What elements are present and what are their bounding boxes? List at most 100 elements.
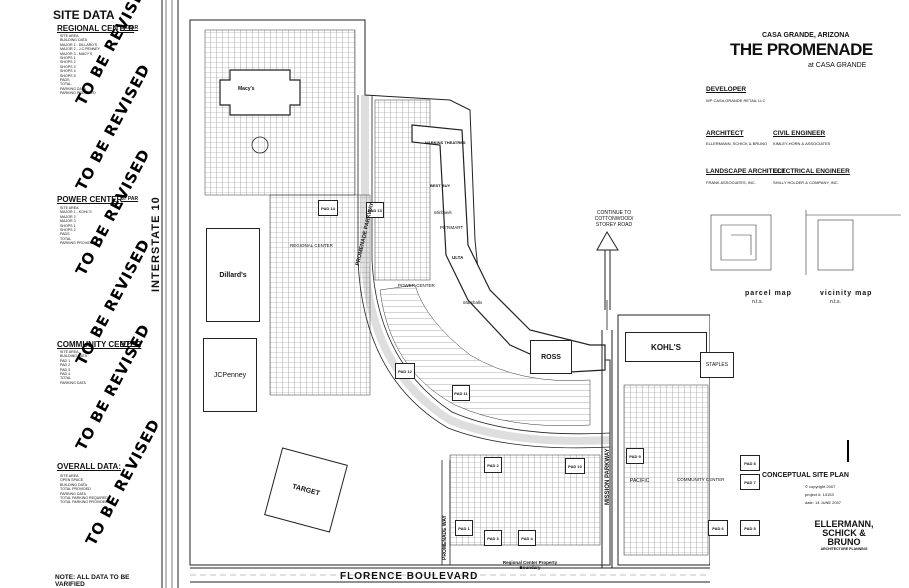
promenade-parkway-curve — [361, 95, 611, 445]
vicinity-map-label: vicinity map — [820, 290, 873, 297]
architect-heading: ARCHITECT — [706, 130, 744, 137]
regional-row-0: SITE AREA — [60, 34, 79, 38]
community-row-1: BUILDING DATA — [60, 354, 88, 359]
interstate-10-road — [161, 0, 179, 588]
staples-label: STAPLES — [705, 362, 729, 368]
project-subtitle: at CASA GRANDE — [808, 62, 867, 69]
regional-row-6: SHOPS 2 — [60, 60, 76, 65]
kohls-building: KOHL'S — [625, 332, 707, 362]
firm-name-2a: SCHICK — [822, 528, 857, 538]
site-data-title: SITE DATA — [53, 8, 115, 22]
community-center-heading: COMMUNITY CENTER — [57, 340, 142, 349]
city-label: CASA GRANDE, ARIZONA — [762, 32, 850, 39]
best-buy-label: BEST BUY — [430, 183, 451, 188]
regional-row-2: MAJOR 1 - DILLARD'S — [60, 42, 98, 47]
overall-row-3: TOTAL PROVIDED — [60, 487, 91, 492]
parcel-and-vicinity-maps — [710, 210, 901, 275]
pad-7: PAD 7 — [740, 474, 760, 490]
macys-building — [219, 69, 301, 116]
site-data-panel: SITE DATA REGIONAL CENTER 57 PAR SITE AR… — [0, 0, 164, 588]
overall-row-2: BUILDING DATA — [60, 482, 88, 487]
regional-row-3: MAJOR 2 - J.C.PENNEY — [60, 47, 100, 52]
regional-row-11: TOTAL — [60, 82, 72, 87]
ross-building: ROSS — [530, 340, 572, 374]
power-row-4: SHOPS 1 — [60, 223, 76, 228]
electrical-heading: ELECTRICAL ENGINEER — [773, 168, 850, 175]
parking-field-center — [269, 194, 371, 396]
community-center-label: COMMUNITY CENTER — [677, 477, 725, 482]
continue-label: CONTINUE TO COTTONWOOD/ STOREY ROAD — [594, 210, 634, 228]
community-row-7: PARKING DATA — [60, 380, 86, 385]
regional-row-8: SHOPS 4 — [60, 69, 76, 74]
harkins-label: HARKINS THEATRES — [425, 140, 466, 145]
promenade-way-label: PROMENADE WAY — [442, 515, 448, 560]
power-row-6: PADS — [60, 232, 70, 237]
regional-row-5: SHOPS 1 — [60, 56, 76, 61]
electrical-name: SHILLY HOLDER & COMPANY, INC. — [773, 180, 839, 185]
power-row-5: SHOPS 2 — [60, 228, 76, 233]
pad-10: PAD 10 — [565, 458, 585, 474]
regional-row-12: PARKING DATA — [60, 86, 86, 91]
civil-heading: CIVIL ENGINEER — [773, 130, 826, 137]
staples-building: STAPLES — [700, 352, 734, 378]
pad-3: PAD 3 — [484, 530, 502, 546]
community-acres: 57 PAR — [121, 341, 139, 347]
marshalls-label: Marshalls — [463, 300, 483, 305]
pad-12: PAD 12 — [395, 363, 415, 379]
landscape-name: FRANK ASSOCIATES, INC. — [706, 180, 756, 185]
regional-center-label: REGIONAL CENTER — [290, 243, 333, 248]
community-row-3: PAD 2 — [60, 363, 71, 368]
regional-acres: 57 PAR — [121, 25, 139, 31]
pad-11: PAD 11 — [452, 385, 470, 401]
community-row-0: SITE AREA — [60, 350, 79, 354]
power-center-label: POWER CENTER — [398, 283, 435, 288]
mission-parkway-road — [601, 300, 613, 568]
pacific-label: PACIFIC — [630, 478, 650, 484]
regional-row-10: PADS — [60, 78, 70, 83]
vicinity-map-nts: n.t.s. — [830, 299, 841, 305]
date-label: date: 14 JUNE 2007 — [805, 500, 842, 505]
firm-name-1: ELLERMANN, — [814, 519, 874, 529]
ulta-label: ULTA — [452, 255, 464, 260]
overall-data-heading: OVERALL DATA: — [57, 462, 121, 471]
power-row-1: MAJOR 1 - KOHL'S — [60, 210, 92, 215]
power-acres: 57 PAR — [121, 196, 139, 202]
regional-row-4: MAJOR 3 - MACY'S — [60, 51, 93, 56]
kohls-label: KOHL'S — [651, 342, 681, 352]
overall-row-0: SITE AREA — [60, 474, 79, 478]
community-row-4: PAD 3 — [60, 367, 71, 372]
parcel-map-label: parcel map — [745, 290, 792, 297]
pad-4: PAD 4 — [518, 530, 536, 546]
regional-row-13: PARKING PROVIDED — [60, 91, 96, 96]
center-roundabout — [251, 136, 269, 154]
firm-name-2: SCHICK & — [814, 529, 874, 538]
community-row-2: PAD 1 — [60, 358, 71, 363]
power-row-7: TOTAL — [60, 236, 72, 241]
overall-row-1: OPEN SPACE — [60, 478, 84, 483]
florence-boulevard-road — [190, 567, 710, 583]
pad-2: PAD 2 — [484, 457, 502, 473]
florence-boulevard-label: FLORENCE BOULEVARD — [340, 571, 479, 582]
firm-subtitle: ARCHITECTURE PLANNING — [820, 547, 868, 551]
pad-1: PAD 1 — [455, 520, 473, 536]
pad-5: PAD 5 — [740, 520, 760, 536]
firm-name-3: BRUNO — [827, 537, 861, 547]
firm-name-amp: & — [859, 528, 866, 538]
data-note: NOTE: ALL DATA TO BE VARIFIED — [55, 574, 130, 588]
firm-logo: ELLERMANN, SCHICK & BRUNO ARCHITECTURE P… — [814, 520, 874, 552]
power-center-heading: POWER CENTER — [57, 195, 123, 204]
regional-row-7: SHOPS 3 — [60, 64, 76, 69]
project-number: project #: 14153 — [805, 492, 834, 497]
parcel-map-nts: n.t.s. — [752, 299, 763, 305]
continue-north-arrow — [596, 231, 619, 310]
jcpenney-building: JCPenney — [203, 338, 257, 412]
property-boundary-label: Regional Center Property Boundary — [502, 560, 558, 570]
overall-row-4: PARKING DATA — [60, 491, 86, 496]
regional-center-heading: REGIONAL CENTER — [57, 24, 135, 33]
site-plan-drawing — [161, 0, 710, 588]
pad-13: PAD 13 — [366, 202, 384, 218]
east-parking — [623, 384, 709, 556]
mission-parkway-label: MISSION PARKWAY — [605, 448, 611, 505]
title-block: CASA GRANDE, ARIZONA THE PROMENADE at CA… — [700, 0, 909, 588]
